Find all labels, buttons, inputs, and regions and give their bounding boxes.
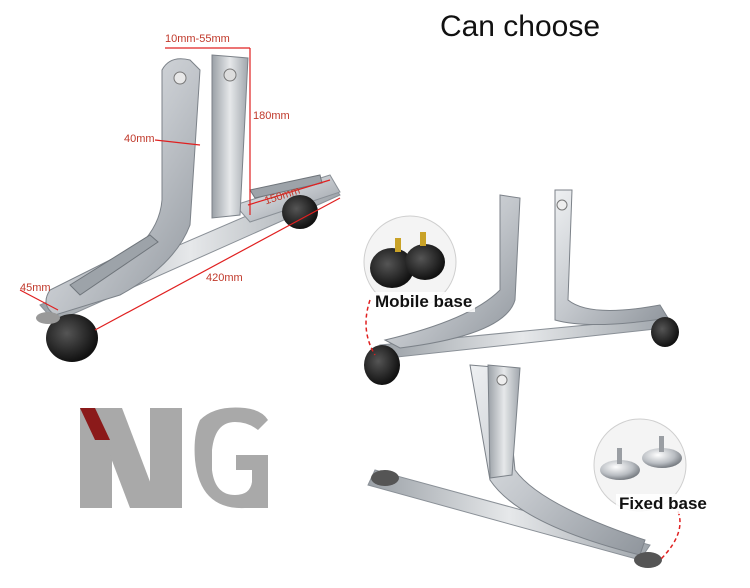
- mobile-base-label: Mobile base: [372, 292, 476, 312]
- main-stand: [36, 54, 341, 362]
- dim-foot-depth: 45mm: [20, 282, 51, 294]
- dim-top-width: 10mm-55mm: [165, 33, 230, 45]
- mobile-stand: [363, 189, 679, 385]
- page-title: Can choose: [439, 10, 601, 43]
- dim-arm-width: 40mm: [124, 133, 155, 145]
- dim-base-length: 420mm: [206, 272, 243, 284]
- dim-height: 180mm: [253, 110, 290, 122]
- fixed-base-label: Fixed base: [616, 494, 710, 514]
- mg-logo: [80, 407, 268, 509]
- fixed-stand: [367, 364, 687, 568]
- dimension-lines: [19, 47, 341, 331]
